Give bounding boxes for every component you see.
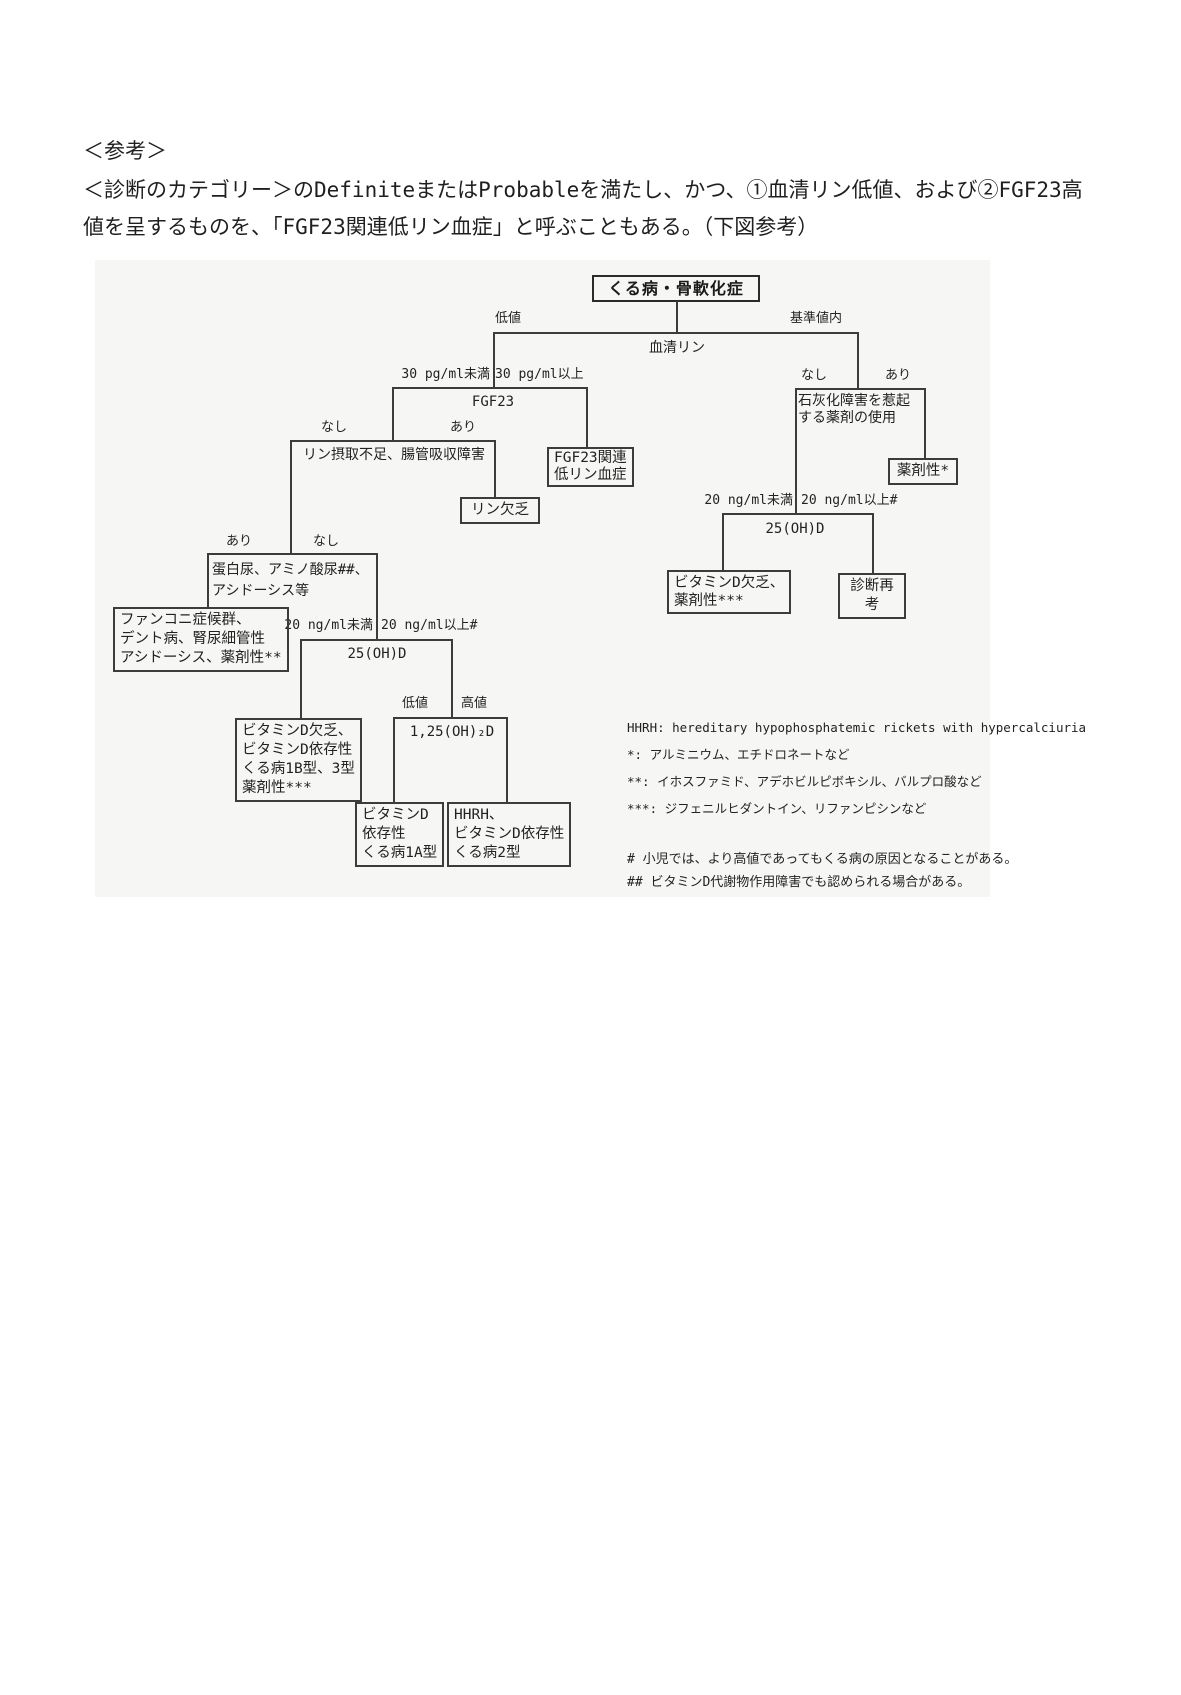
serum-p-low-label: 低値 <box>495 311 522 326</box>
legend-line-star3: ***: ジフェニルヒダントイン、リファンピシンなど <box>627 801 927 816</box>
urine-yes-label: あり <box>226 534 253 549</box>
flowchart-root-node: くる病・骨軟化症 <box>592 275 760 302</box>
connector-line <box>300 639 453 641</box>
figure-footnotes: # 小児では、より高値であってもくる病の原因となることがある。 ## ビタミンD… <box>627 848 1017 894</box>
connector-line <box>722 513 874 515</box>
intake-yes-label: あり <box>450 420 477 435</box>
connector-line <box>493 332 495 387</box>
fgf23-under30-label: 30 pg/ml未満 <box>401 367 490 382</box>
node-rediagnosis: 診断再考 <box>838 573 906 619</box>
node-drug-induced: 薬剤性* <box>888 458 958 485</box>
node-vitamin-d-dependent-rickets-1a: ビタミンD 依存性 くる病1A型 <box>355 802 445 867</box>
node-vitamin-d-deficiency-dependent-1b-3: ビタミンD欠乏、 ビタミンD依存性 くる病1B型、3型 薬剤性*** <box>235 718 362 802</box>
ohd25-right-criterion-label: 25(OH)D <box>765 521 825 537</box>
d125-criterion-label: 1,25(OH)₂D <box>409 724 495 740</box>
legend-line-star2: **: イホスファミド、アデホビルピボキシル、バルプロ酸など <box>627 774 982 789</box>
connector-line <box>300 639 302 718</box>
intro-paragraph: ＜診断のカテゴリー＞のDefiniteまたはProbableを満たし、かつ、①血… <box>83 178 1083 239</box>
drug-criterion-label: 石灰化障害を惹起 する薬剤の使用 <box>798 393 910 426</box>
serum-p-normal-label: 基準値内 <box>790 311 843 326</box>
fgf23-over30-label: 30 pg/ml以上 <box>495 367 584 382</box>
urine-no-label: なし <box>313 534 340 549</box>
node-vitamin-d-deficiency-drug: ビタミンD欠乏、 薬剤性*** <box>667 570 792 614</box>
ohd25-right-under20-label: 20 ng/ml未満 <box>704 493 793 508</box>
connector-line <box>506 717 508 802</box>
connector-line <box>676 301 678 332</box>
d125-high-label: 高値 <box>461 696 488 711</box>
footnote-hash: # 小児では、より高値であってもくる病の原因となることがある。 <box>627 852 1018 867</box>
connector-line <box>376 553 378 639</box>
node-phosphorus-deficiency: リン欠乏 <box>460 497 540 524</box>
intake-criterion-label: リン摂取不足、腸管吸収障害 <box>303 447 485 463</box>
connector-line <box>586 387 588 449</box>
connector-line <box>494 440 496 497</box>
connector-line <box>392 387 394 440</box>
connector-line <box>722 513 724 570</box>
serum-p-criterion-label: 血清リン <box>649 340 705 356</box>
ohd25-right-over20-label: 20 ng/ml以上# <box>801 493 898 508</box>
figure-legend: HHRH: hereditary hypophosphatemic ricket… <box>627 718 1086 826</box>
diagnostic-flowchart-figure: くる病・骨軟化症 低値 基準値内 血清リン 30 pg/ml未満 30 p <box>95 260 1086 897</box>
connector-line <box>290 440 292 553</box>
ohd25-left-over20-label: 20 ng/ml以上# <box>381 618 478 633</box>
node-fanconi-syndrome: ファンコニ症候群、 デント病、腎尿細管性 アシドーシス、薬剤性** <box>113 607 289 672</box>
ohd25-left-criterion-label: 25(OH)D <box>347 646 407 662</box>
connector-line <box>392 387 588 389</box>
fgf23-criterion-label: FGF23 <box>471 394 515 410</box>
connector-line <box>795 388 926 390</box>
legend-line-hhrh: HHRH: hereditary hypophosphatemic ricket… <box>627 720 1087 735</box>
connector-line <box>290 440 496 442</box>
footnote-double-hash: ## ビタミンD代謝物作用障害でも認められる場合がある。 <box>627 875 971 890</box>
connector-line <box>207 553 209 607</box>
node-hhrh-vitamin-d-dependent-rickets-2: HHRH、 ビタミンD依存性 くる病2型 <box>447 802 572 867</box>
connector-line <box>207 553 378 555</box>
drug-yes-label: あり <box>885 368 912 383</box>
node-fgf23-related-hypophosphatemia: FGF23関連 低リン血症 <box>547 447 634 487</box>
connector-line <box>393 717 395 802</box>
legend-line-star1: *: アルミニウム、エチドロネートなど <box>627 747 850 762</box>
urine-criterion-label: 蛋白尿、アミノ酸尿##、 アシドーシス等 <box>212 562 369 599</box>
reference-heading: ＜参考＞ <box>83 139 167 163</box>
connector-line <box>795 388 797 513</box>
connector-line <box>493 332 859 334</box>
d125-low-label: 低値 <box>402 696 429 711</box>
connector-line <box>451 639 453 717</box>
connector-line <box>872 513 874 573</box>
connector-line <box>857 332 859 388</box>
drug-no-label: なし <box>801 368 828 383</box>
connector-line <box>393 717 508 719</box>
connector-line <box>924 388 926 458</box>
intake-no-label: なし <box>321 420 348 435</box>
